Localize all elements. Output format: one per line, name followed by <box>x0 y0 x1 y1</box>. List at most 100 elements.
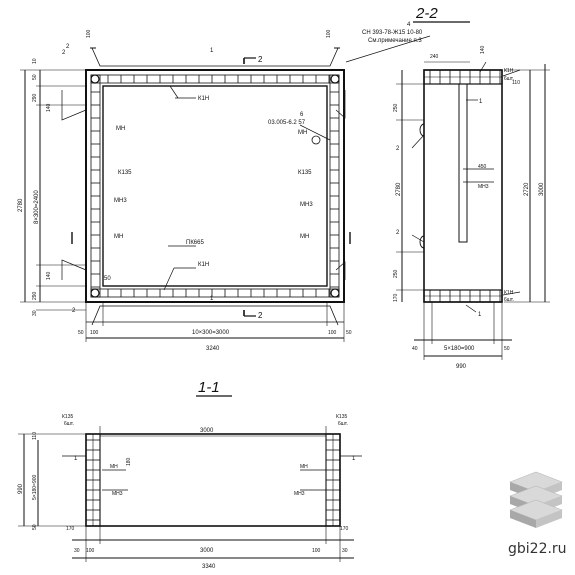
plan-b-total: 3240 <box>206 346 220 352</box>
plan-dim-290-bot: 290 <box>32 291 38 300</box>
plan-note-ref: 4 <box>407 22 411 28</box>
s11-k135-left: К135 <box>62 414 73 420</box>
s11-sht-right: 6шт. <box>338 421 348 427</box>
s22-d2720: 2720 <box>524 182 530 196</box>
s22-b-total: 990 <box>456 364 467 370</box>
plan-note-doc: СН 393-78-Ж15 10-80 <box>362 30 423 36</box>
plan-note-text: См.примечание п.3 <box>368 38 422 44</box>
s22-m1b: 1 <box>478 312 482 318</box>
plan-mn-left-bottom: МН <box>114 234 123 240</box>
section-11-title: 1-1 <box>198 379 220 396</box>
s11-mn3-left: МН3 <box>112 491 123 497</box>
plan-detail-doc: 03.005-6.2 57 <box>268 120 306 126</box>
s11-b-mid: 3000 <box>200 548 214 554</box>
plan-dim-50: 50 <box>32 74 38 80</box>
s11-mn-left: МН <box>110 464 118 470</box>
site-logo <box>509 471 563 528</box>
s11-b30-right: 30 <box>342 548 348 554</box>
section-22-title: 2-2 <box>415 5 438 22</box>
s22-sht-bot: 6шт. <box>504 297 514 303</box>
plan-dim-30: 30 <box>32 310 38 316</box>
plan-dim-140-top: 140 <box>46 103 52 112</box>
s11-mn3-right: МН3 <box>294 491 305 497</box>
plan-mn-left-top: МН <box>116 126 125 132</box>
s22-d3000: 3000 <box>539 182 545 196</box>
plan-detail-num: 6 <box>300 112 304 118</box>
plan-top-right-dim: 100 <box>326 29 332 38</box>
s11-d170-right: 170 <box>340 526 349 532</box>
plan-top-left-dim: 100 <box>86 29 92 38</box>
s22-d2780: 2780 <box>396 182 402 196</box>
plan-d50: 50 <box>104 276 111 282</box>
plan-b-series: 10×300=3000 <box>192 330 230 336</box>
plan-marker-2-bottom: 2 <box>72 308 76 314</box>
plan-dim-10: 10 <box>32 58 38 64</box>
s11-d-v2: 990 <box>18 483 24 494</box>
plan-knl-top: К1Н <box>198 96 209 102</box>
plan-dim-140-bot: 140 <box>46 271 52 280</box>
s22-m2a: 2 <box>396 146 400 152</box>
plan-mn-right-top: МН <box>298 130 307 136</box>
plan-pk-label: ПК665 <box>186 240 204 246</box>
s22-d240: 240 <box>430 54 439 60</box>
s11-mn-right: МН <box>300 464 308 470</box>
plan-mn-right-bottom: МН <box>300 234 309 240</box>
plan-dim-total: 2780 <box>18 198 24 212</box>
plan-mn3-left: МН3 <box>114 198 127 204</box>
plan-k135-left: К135 <box>118 170 132 176</box>
s22-d110: 110 <box>512 80 520 86</box>
s22-knl-top: К1Н <box>504 68 514 74</box>
s22-d170: 170 <box>393 293 399 302</box>
s11-d170-left: 170 <box>66 526 75 532</box>
plan-k135-right: К135 <box>298 170 312 176</box>
s22-mn3: МН3 <box>478 184 489 190</box>
plan-marker-1-bottom: 1 <box>210 296 214 302</box>
plan-mn3-right: МН3 <box>300 202 313 208</box>
plan-dim-series: 8×300=2400 <box>34 190 40 224</box>
plan-marker-1-top: 1 <box>210 48 214 54</box>
s22-knl-bot: К1Н <box>504 290 514 296</box>
s22-m1: 1 <box>479 99 483 105</box>
s22-d40: 40 <box>412 346 418 352</box>
plan-outer-wall <box>85 69 345 303</box>
section-22-view <box>396 61 550 360</box>
s11-m1-left: 1 <box>74 456 78 462</box>
watermark-site: gbi22.ru <box>508 541 567 557</box>
s11-b100-right: 100 <box>312 548 321 554</box>
s11-top-dim: 3000 <box>200 428 214 434</box>
s11-d50: 50 <box>32 524 38 530</box>
s11-sht-left: 6шт. <box>64 421 74 427</box>
s22-b-series: 5×180=900 <box>444 346 475 352</box>
plan-marker-2-top-left: 2 <box>66 44 70 50</box>
s22-m2b: 2 <box>396 230 400 236</box>
s22-d140: 140 <box>480 45 486 54</box>
plan-b-100l: 100 <box>90 330 99 336</box>
plan-marker-2-left: 2 <box>62 50 66 56</box>
s22-outer <box>423 69 503 303</box>
s11-d110: 110 <box>32 432 38 440</box>
section-11-view <box>18 426 362 562</box>
plan-view <box>20 35 431 342</box>
s11-d-series: 5×180=900 <box>32 474 38 500</box>
s11-b30-left: 30 <box>74 548 80 554</box>
s22-d450: 450 <box>478 164 487 170</box>
s11-outer <box>85 433 341 527</box>
plan-knl-bottom: К1Н <box>198 262 209 268</box>
plan-inner-wall <box>102 85 328 287</box>
plan-cut-label-top: 2 <box>258 55 263 64</box>
s22-d250-top: 250 <box>393 103 399 112</box>
plan-b-50l: 50 <box>78 330 84 336</box>
s11-d-v1: 180 <box>126 457 132 466</box>
s22-d250-bot: 250 <box>393 269 399 278</box>
s11-b100-left: 100 <box>86 548 95 554</box>
plan-dim-290-top: 290 <box>32 93 38 102</box>
s22-d50: 50 <box>504 346 510 352</box>
s11-m1-right: 1 <box>352 456 356 462</box>
s11-b-total: 3340 <box>202 564 216 570</box>
s11-k135-right: К135 <box>336 414 347 420</box>
s22-sht-top: 6шт. <box>504 76 514 82</box>
plan-b-100r: 100 <box>328 330 337 336</box>
plan-b-50r: 50 <box>346 330 352 336</box>
plan-cut-label-bottom: 2 <box>258 311 263 320</box>
